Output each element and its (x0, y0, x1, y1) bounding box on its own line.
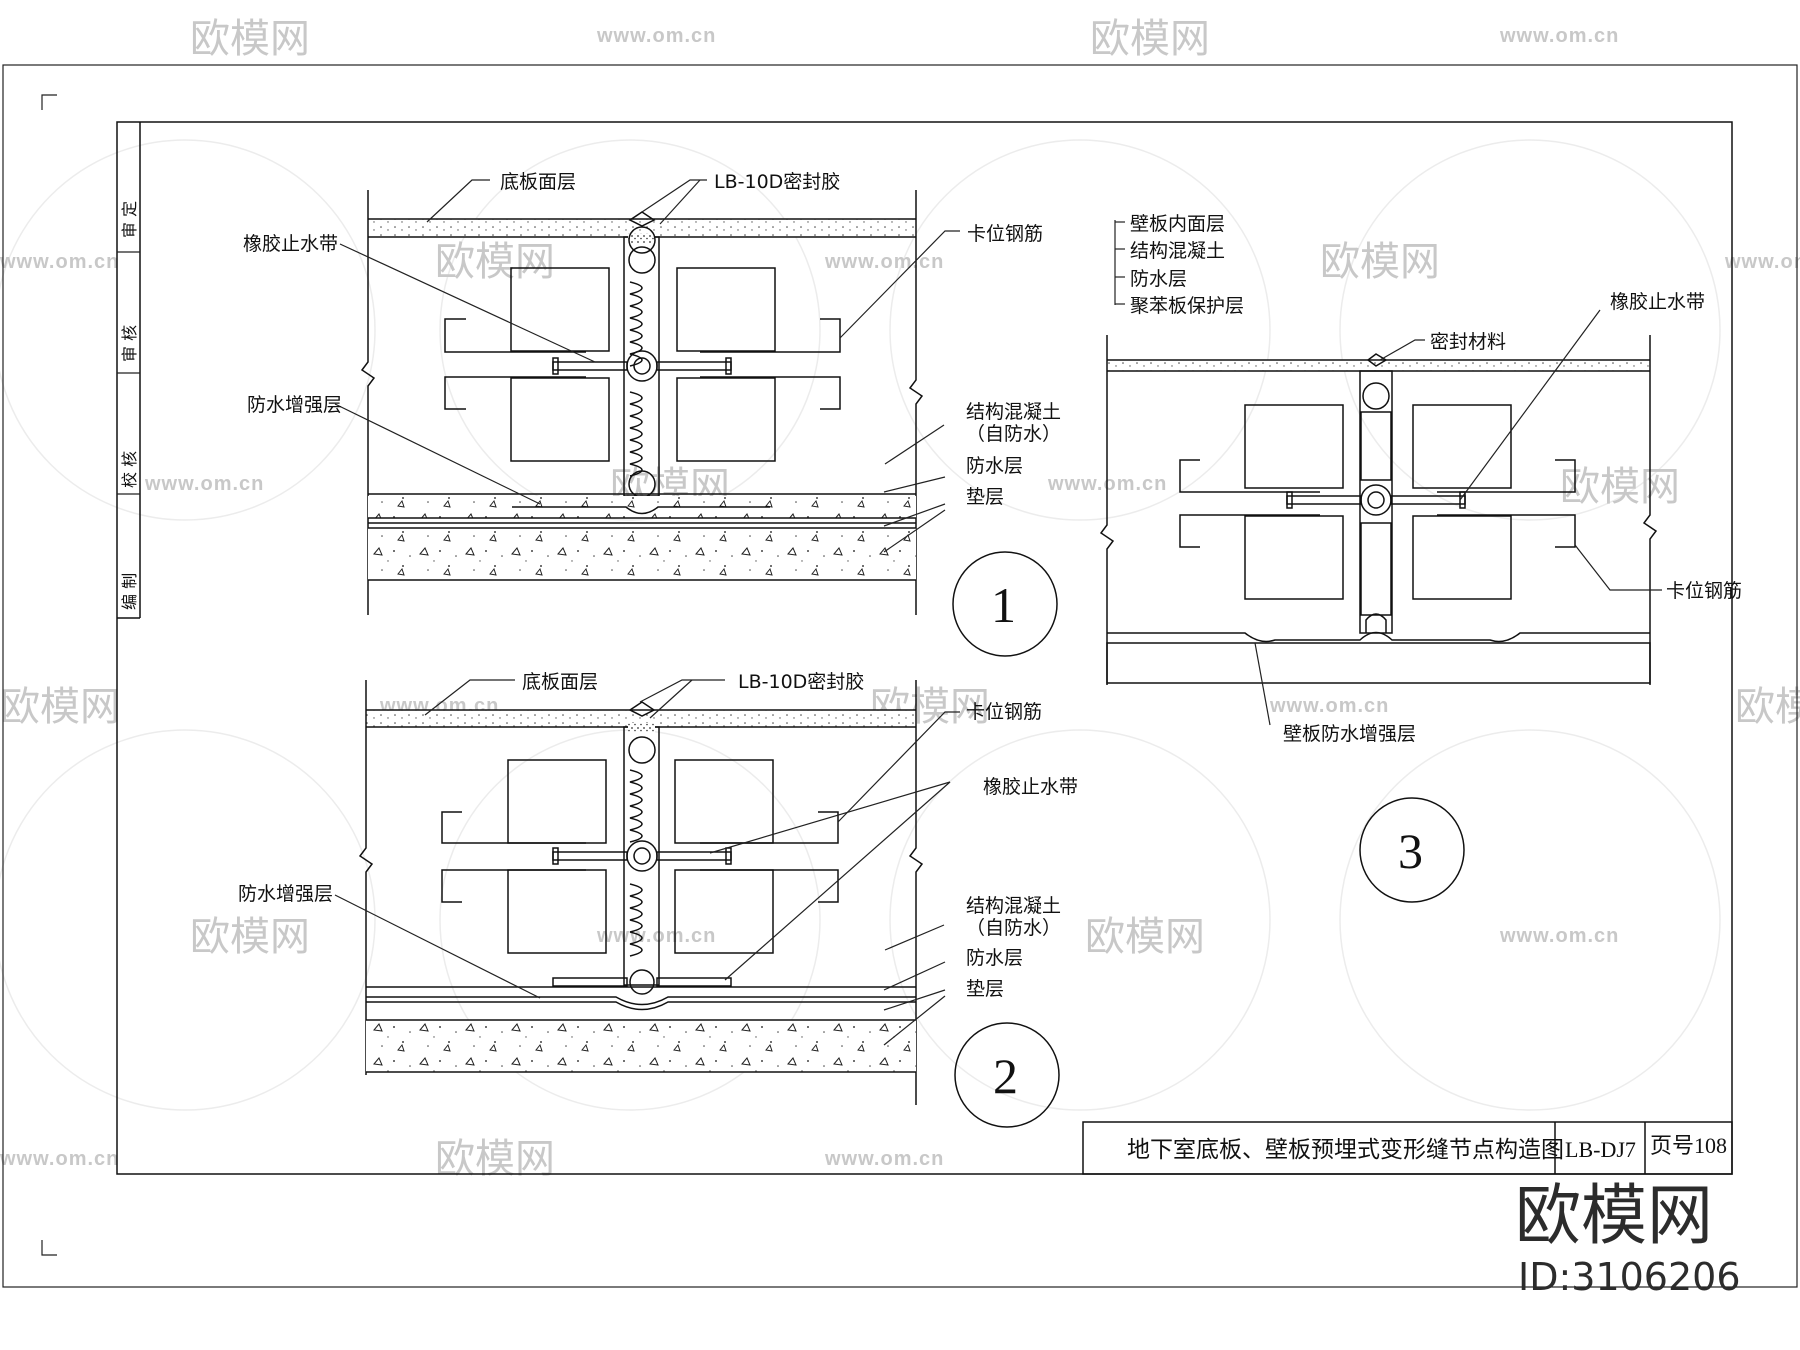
label-clamp-rebar: 卡位钢筋 (966, 701, 1042, 723)
sidebar-item-draft: 编 制 (120, 573, 139, 610)
watermark-url: www.om.cn (0, 251, 119, 273)
sidebar-item-approve: 审 定 (120, 201, 139, 238)
sheet-title: 地下室底板、壁板预埋式变形缝节点构造图 (1127, 1137, 1564, 1163)
watermark-url: www.om.cn (144, 473, 264, 495)
watermark-url: www.om.cn (824, 1148, 944, 1170)
label-wall-reinforce: 壁板防水增强层 (1283, 723, 1416, 745)
watermark-url: www.om.cn (596, 25, 716, 47)
label-waterstop: 橡胶止水带 (983, 776, 1078, 798)
detail-number-2: 2 (993, 1048, 1018, 1104)
label-concrete: 结构混凝土 (966, 401, 1061, 423)
watermark-url: www.om.cn (1269, 695, 1389, 717)
label-reinforce: 防水增强层 (247, 394, 342, 416)
label-top-surface: 底板面层 (522, 671, 598, 693)
label-self-waterproof: （自防水） (966, 917, 1061, 939)
watermark-brand: 欧模网 (1560, 464, 1680, 510)
label-seal-material: 密封材料 (1430, 331, 1506, 353)
watermark-url: www.om.cn (1499, 25, 1619, 47)
label-cushion: 垫层 (966, 486, 1004, 508)
sidebar-item-check: 校 核 (120, 451, 139, 488)
sidebar-item-review: 审 核 (120, 325, 139, 362)
watermark-brand: 欧模网 (190, 914, 310, 960)
label-concrete: 结构混凝土 (966, 895, 1061, 917)
brand-watermark: 欧模网 ID:3106206 (1515, 1177, 1741, 1299)
label-reinforce: 防水增强层 (238, 883, 333, 905)
watermark-url: www.om.cn (1499, 925, 1619, 947)
label-top-surface: 底板面层 (500, 171, 576, 193)
watermark-brand: 欧模网 (190, 16, 310, 62)
label-sealant: LB-10D密封胶 (714, 171, 840, 193)
detail-3: 壁板内面层 结构混凝土 防水层 聚苯板保护层 密封材料 橡胶止水带 卡位钢筋 壁… (1099, 213, 1742, 903)
detail-1: 底板面层 LB-10D密封胶 橡胶止水带 卡位钢筋 防水增强层 结构混凝土 （自… (243, 171, 1061, 657)
label-inner-surface: 壁板内面层 (1130, 213, 1225, 235)
watermark-brand: 欧模网 (1320, 239, 1440, 285)
label-waterstop: 橡胶止水带 (1610, 291, 1705, 313)
watermark-url: www.om.cn (0, 1148, 119, 1170)
label-waterproof: 防水层 (1130, 268, 1187, 290)
watermark-id: ID:3106206 (1518, 1255, 1741, 1299)
detail-number-1: 1 (991, 577, 1016, 633)
label-sealant: LB-10D密封胶 (738, 671, 864, 693)
label-concrete: 结构混凝土 (1130, 240, 1225, 262)
watermark-brand: 欧模网 (1735, 684, 1800, 730)
label-clamp-rebar: 卡位钢筋 (1666, 580, 1742, 602)
sheet-code: LB-DJ7 (1565, 1137, 1636, 1162)
watermark-brand: 欧模网 (435, 1136, 555, 1182)
watermark-url: www.om.cn (824, 251, 944, 273)
sheet-page: 页号108 (1650, 1133, 1727, 1158)
label-clamp-rebar: 卡位钢筋 (967, 223, 1043, 245)
watermark-brand: 欧模网 (1090, 16, 1210, 62)
watermark-logo-text: 欧模网 (1515, 1177, 1713, 1254)
label-eps-protect: 聚苯板保护层 (1130, 295, 1244, 317)
title-block: 地下室底板、壁板预埋式变形缝节点构造图 LB-DJ7 页号108 (1082, 1121, 1733, 1175)
watermark-brand: 欧模网 (1085, 914, 1205, 960)
label-waterproof: 防水层 (966, 455, 1023, 477)
label-cushion: 垫层 (966, 978, 1004, 1000)
label-self-waterproof: （自防水） (966, 423, 1061, 445)
label-waterstop: 橡胶止水带 (243, 233, 338, 255)
approval-sidebar: 审 定 审 核 校 核 编 制 (120, 201, 139, 610)
watermark-url: www.om.cn (596, 925, 716, 947)
detail-number-3: 3 (1398, 823, 1423, 879)
watermark-url: www.om.cn (1724, 251, 1800, 273)
watermark-layer: 欧模网 欧模网 欧模网 欧模网 欧模网 欧模网 欧模网 欧模网 欧模网 欧模网 … (0, 16, 1800, 1182)
watermark-brand: 欧模网 (0, 684, 120, 730)
label-waterproof: 防水层 (966, 947, 1023, 969)
detail-2: 底板面层 LB-10D密封胶 卡位钢筋 橡胶止水带 防水增强层 结构混凝土 （自… (238, 671, 1078, 1128)
watermark-brand: 欧模网 (435, 239, 555, 285)
sheet-frame (2, 64, 1798, 1288)
